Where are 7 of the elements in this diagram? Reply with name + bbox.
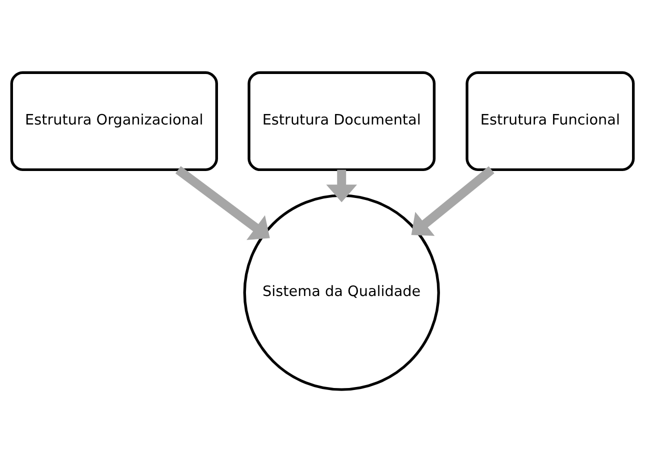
node-box: Estrutura Organizacional [10,70,218,171]
arrow [326,169,358,202]
arrow [175,166,270,240]
node-box: Estrutura Funcional [466,70,635,171]
node-circle: Sistema da Qualidade [243,194,440,390]
arrow [411,166,494,236]
node-box: Estrutura Documental [248,70,436,171]
